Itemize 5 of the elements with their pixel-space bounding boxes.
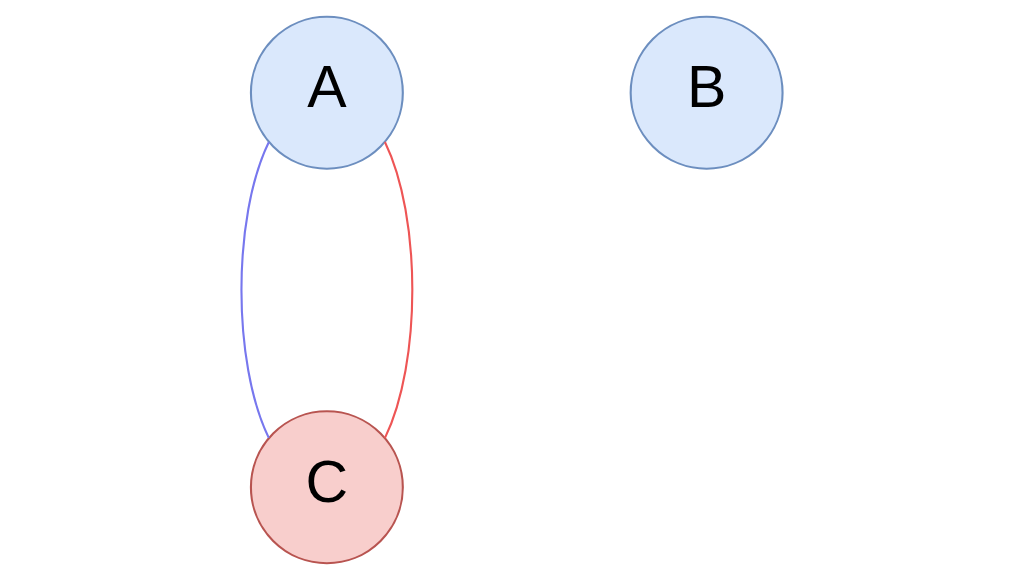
node-circle: B (629, 15, 784, 170)
connector (240, 141, 270, 439)
node-circle: C (249, 410, 404, 565)
connector (383, 141, 414, 439)
node-circle: A (249, 15, 404, 170)
